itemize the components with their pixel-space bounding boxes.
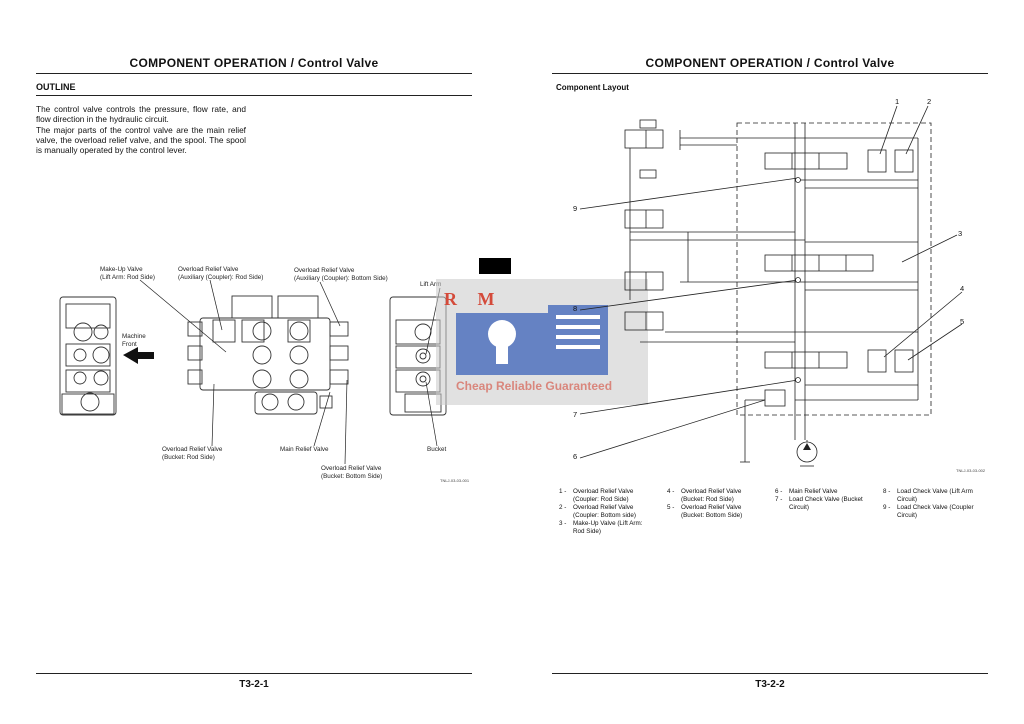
left-page-number: T3-2-1 [239, 679, 269, 690]
watermark-tagline: Cheap Reliable Guaranteed [456, 379, 613, 393]
watermark: R M Cheap Reliable Guaranteed [436, 279, 648, 405]
outline-paragraph-1: The control valve controls the pressure,… [36, 104, 246, 124]
left-footer-rule [36, 673, 472, 674]
right-figure-code: TNLJ-03-03-002 [956, 468, 986, 473]
label-orv-bucket-rod: Overload Relief Valve(Bucket: Rod Side) [162, 446, 223, 461]
callout-8: 8 [573, 304, 578, 313]
callout-4: 4 [960, 284, 965, 293]
legend-item: 4 -Overload Relief Valve(Bucket: Rod Sid… [667, 488, 742, 503]
legend-column-1: 1 -Overload Relief Valve(Coupler: Rod Si… [559, 488, 664, 536]
label-lift-arm: Lift Arm [420, 281, 442, 288]
legend-item: 5 -Overload Relief Valve(Bucket: Bottom … [667, 504, 743, 519]
legend-column-2: 4 -Overload Relief Valve(Bucket: Rod Sid… [667, 488, 772, 520]
callout-6: 6 [573, 452, 578, 461]
legend-item: 1 -Overload Relief Valve(Coupler: Rod Si… [559, 488, 634, 503]
right-page-number: T3-2-2 [755, 679, 785, 690]
callout-5: 5 [960, 317, 965, 326]
callout-9: 9 [573, 204, 578, 213]
left-header-rule [36, 73, 472, 74]
right-footer-rule [552, 673, 988, 674]
label-bucket: Bucket [427, 446, 447, 453]
legend-item: 2 -Overload Relief Valve(Coupler: Bottom… [559, 504, 636, 519]
watermark-letters: R M [444, 289, 503, 309]
right-header-rule [552, 73, 988, 74]
outline-paragraph-2: The major parts of the control valve are… [36, 125, 246, 155]
legend-item: 6 -Main Relief Valve [775, 488, 838, 495]
watermark-logo-icon [456, 305, 608, 375]
right-page-header: COMPONENT OPERATION / Control Valve [645, 56, 895, 70]
left-figure-code: TNLJ-03-03-001 [440, 478, 470, 483]
callout-2: 2 [927, 97, 932, 106]
callout-7: 7 [573, 410, 578, 419]
legend-column-3: 6 -Main Relief Valve 7 -Load Check Valve… [775, 488, 880, 512]
outline-title: OUTLINE [36, 82, 76, 92]
callout-3: 3 [958, 229, 963, 238]
label-main-relief: Main Relief Valve [280, 446, 329, 453]
callout-1: 1 [895, 97, 900, 106]
black-tab-marker [479, 258, 511, 274]
outline-rule [36, 95, 472, 96]
label-orv-aux-bottom: Overload Relief Valve(Auxiliary (Coupler… [294, 267, 388, 282]
label-orv-aux-rod: Overload Relief Valve(Auxiliary (Coupler… [178, 266, 264, 281]
label-orv-bucket-bottom: Overload Relief Valve(Bucket: Bottom Sid… [321, 465, 383, 480]
legend-item: 3 -Make-Up Valve (Lift Arm:Rod Side) [559, 520, 643, 535]
left-page-header: COMPONENT OPERATION / Control Valve [129, 56, 379, 70]
component-layout-title: Component Layout [556, 83, 629, 92]
label-makeup-valve: Make-Up Valve(Lift Arm: Rod Side) [100, 266, 155, 281]
